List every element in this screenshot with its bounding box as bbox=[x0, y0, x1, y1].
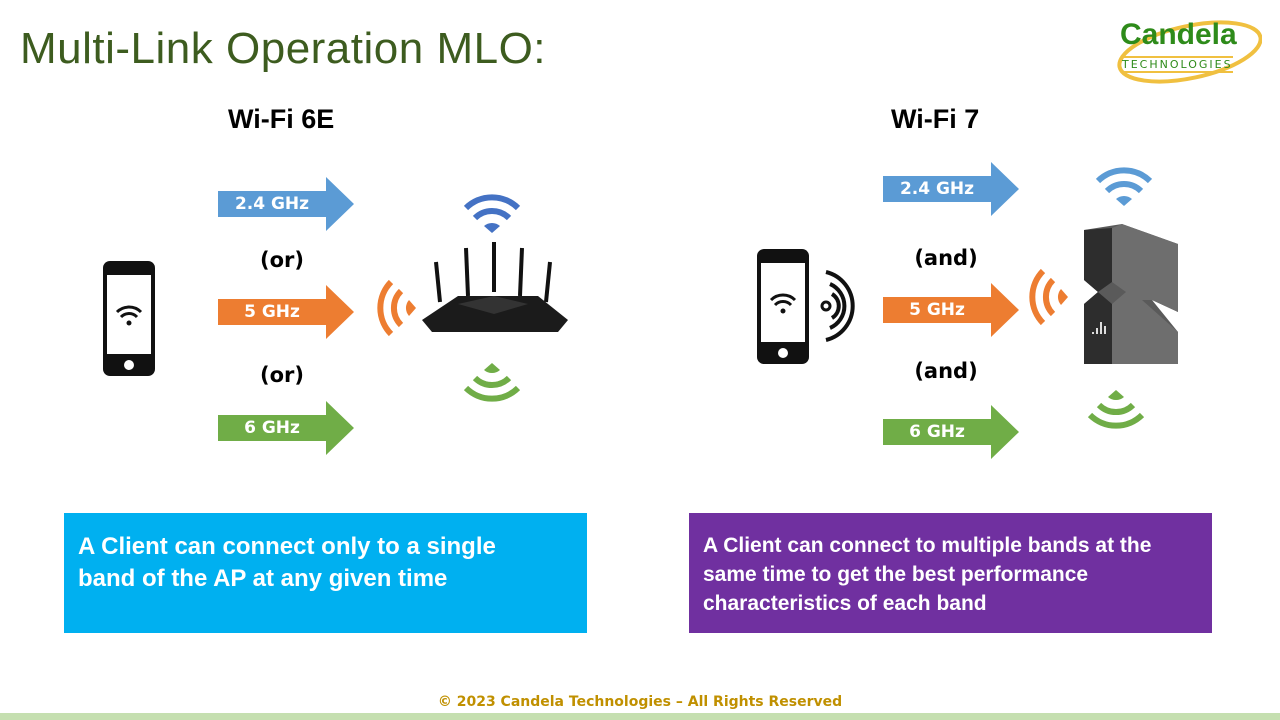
band-label: 2.4 GHz bbox=[899, 179, 975, 199]
band-label: 2.4 GHz bbox=[234, 194, 310, 214]
wifi7-heading: Wi-Fi 7 bbox=[891, 104, 980, 134]
band-arrow-2-4ghz: 2.4 GHz bbox=[218, 177, 354, 231]
phone-icon bbox=[756, 248, 858, 369]
band-label: 6 GHz bbox=[244, 418, 300, 438]
wifi-signal-blue-icon bbox=[462, 192, 522, 238]
connector-and: (and) bbox=[914, 246, 978, 270]
band-label: 5 GHz bbox=[244, 302, 300, 322]
logo-name: Candela bbox=[1120, 18, 1237, 51]
candela-logo: Candela TECHNOLOGIES bbox=[1112, 12, 1263, 84]
connector-or: (or) bbox=[260, 363, 304, 387]
slide-title: Multi-Link Operation MLO: bbox=[20, 24, 547, 73]
wifi-signal-green-icon bbox=[462, 362, 522, 408]
wifi-signal-orange-icon bbox=[1027, 267, 1071, 331]
connector-and: (and) bbox=[914, 359, 978, 383]
wifi-signal-green-icon bbox=[1086, 389, 1146, 435]
band-arrow-5ghz: 5 GHz bbox=[883, 283, 1019, 337]
wifi7-router-image bbox=[1082, 222, 1182, 371]
wifi-signal-orange-icon bbox=[375, 278, 419, 342]
band-arrow-5ghz: 5 GHz bbox=[218, 285, 354, 339]
connector-or: (or) bbox=[260, 248, 304, 272]
band-label: 5 GHz bbox=[909, 300, 965, 320]
band-label: 6 GHz bbox=[909, 422, 965, 442]
phone-icon bbox=[102, 260, 156, 381]
wifi6e-heading: Wi-Fi 6E bbox=[228, 104, 335, 134]
logo-sub: TECHNOLOGIES bbox=[1122, 56, 1233, 73]
band-arrow-6ghz: 6 GHz bbox=[883, 405, 1019, 459]
wifi6e-router-image bbox=[418, 240, 570, 339]
footer-bar bbox=[0, 713, 1280, 720]
wifi7-description: A Client can connect to multiple bands a… bbox=[689, 513, 1212, 633]
footer-copyright: © 2023 Candela Technologies – All Rights… bbox=[437, 694, 843, 710]
wifi-signal-blue-icon bbox=[1094, 165, 1154, 211]
wifi6e-description: A Client can connect only to a single ba… bbox=[64, 513, 587, 633]
band-arrow-6ghz: 6 GHz bbox=[218, 401, 354, 455]
band-arrow-2-4ghz: 2.4 GHz bbox=[883, 162, 1019, 216]
